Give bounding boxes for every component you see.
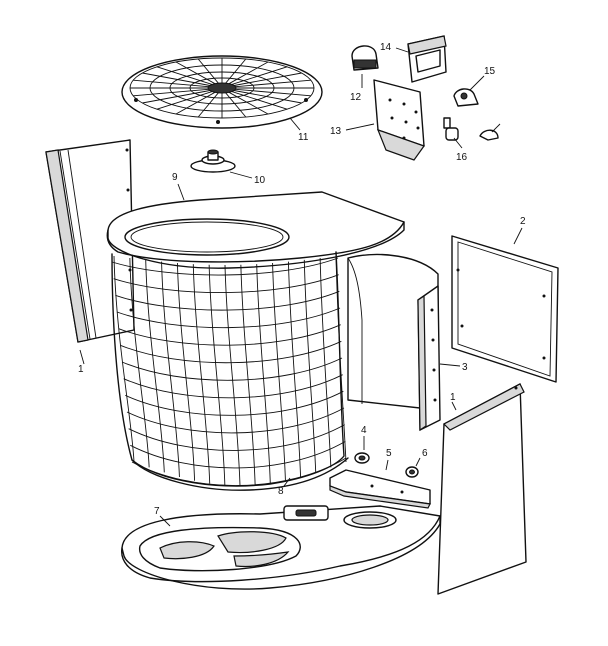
label-7: 7 — [154, 506, 160, 517]
clamp — [453, 88, 479, 107]
fan-hub — [190, 149, 236, 173]
label-9: 9 — [172, 172, 178, 183]
top-panel — [106, 191, 405, 269]
control-bracket — [373, 79, 425, 161]
label-13: 13 — [330, 126, 342, 137]
label-4: 4 — [361, 425, 367, 436]
label-15: 15 — [484, 66, 496, 77]
label-8: 8 — [278, 486, 284, 497]
rear-access-panel — [451, 235, 559, 383]
coil-wire-grille — [111, 251, 349, 491]
label-2: 2 — [520, 216, 526, 227]
plug — [351, 45, 379, 71]
screw-assembly — [443, 117, 499, 141]
label-11: 11 — [298, 132, 309, 143]
control-partition — [347, 253, 441, 432]
box-cover — [407, 35, 447, 83]
right-front-panel — [437, 383, 527, 595]
leader-lines — [79, 47, 523, 527]
grommet-left — [354, 452, 370, 464]
label-1-right: 1 — [450, 392, 456, 403]
label-10: 10 — [254, 175, 266, 186]
label-12: 12 — [350, 92, 362, 103]
grommet-right — [405, 466, 419, 478]
label-16: 16 — [456, 152, 468, 163]
part-labels: 11 10 9 1 2 3 1 4 5 6 7 8 12 14 13 15 16 — [78, 42, 526, 517]
label-14: 14 — [380, 42, 392, 53]
label-5: 5 — [386, 448, 392, 459]
label-6: 6 — [422, 448, 428, 459]
label-3: 3 — [462, 362, 468, 373]
label-1-left: 1 — [78, 364, 84, 375]
base-pan — [121, 505, 441, 590]
base-rail — [329, 469, 431, 509]
fan-guard-grille — [121, 55, 323, 129]
